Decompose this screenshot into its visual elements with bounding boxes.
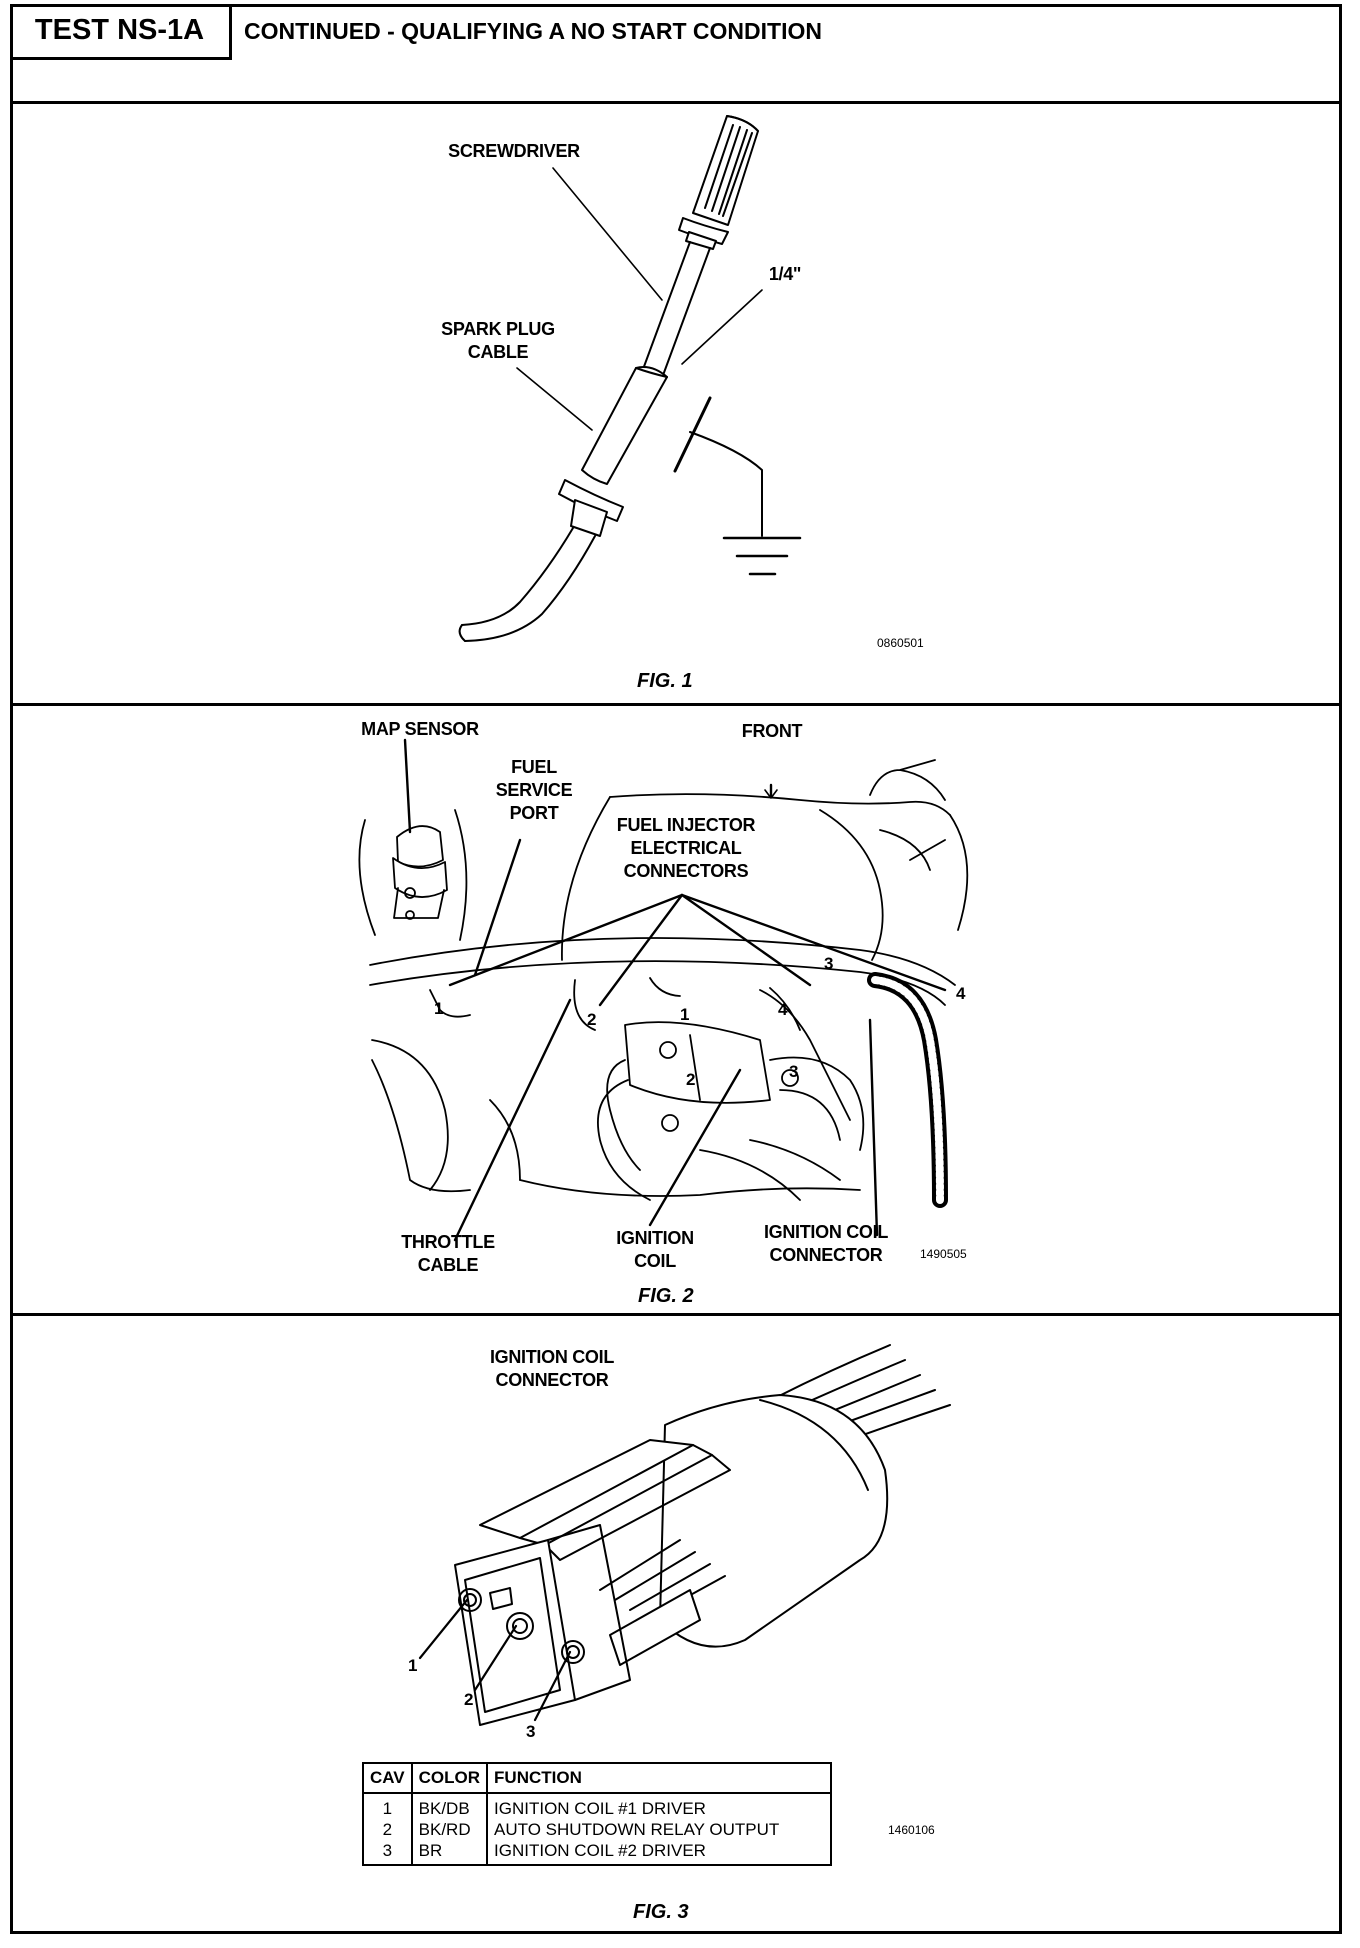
function-cell: IGNITION COIL #2 DRIVER [486,1840,833,1866]
table-row: 2 BK/RD AUTO SHUTDOWN RELAY OUTPUT [362,1819,833,1840]
ignition-coil-connector-label: IGNITION COIL CONNECTOR [763,1222,889,1265]
cav-cell: 2 [362,1819,413,1840]
column-header: COLOR [410,1762,489,1794]
throttle-cable-label: THROTTLE CABLE [401,1232,495,1275]
table-header-row: CAV COLOR FUNCTION [362,1762,833,1794]
pinout-table: CAV COLOR FUNCTION 1 BK/DB IGNITION COIL… [362,1762,833,1866]
screwdriver-label: SCREWDRIVER [448,141,580,161]
injector-number: 4 [956,984,966,1003]
screwdriver-illustration [641,115,759,379]
fig3-caption: FIG. 3 [633,1901,689,1923]
spark-plug-cable-label: SPARK PLUG CABLE [441,319,555,362]
ignition-coil-label: IGNITION COIL [616,1228,694,1271]
cavity-number: 1 [408,1656,418,1675]
injector-number: 3 [824,954,834,973]
cavity-number: 2 [464,1690,474,1709]
fig3-code: 1460106 [888,1823,935,1837]
page-title: CONTINUED - QUALIFYING A NO START CONDIT… [244,18,822,44]
fig1-leader-lines [516,167,763,431]
function-cell: AUTO SHUTDOWN RELAY OUTPUT [486,1819,833,1840]
cav-cell: 3 [362,1840,413,1866]
color-cell: BR [410,1840,489,1866]
fig2-caption: FIG. 2 [638,1285,694,1307]
fuel-service-port-label: FUEL SERVICE PORT [495,757,573,823]
table-row: 1 BK/DB IGNITION COIL #1 DRIVER [362,1793,833,1819]
connector-illustration [454,1344,951,1726]
color-cell: BK/RD [410,1819,489,1840]
section-divider [10,101,1342,104]
coil-tower-number: 3 [789,1062,799,1081]
injector-number: 2 [587,1010,597,1029]
table-row: 3 BR IGNITION COIL #2 DRIVER [362,1840,833,1866]
fig1-caption: FIG. 1 [637,670,693,692]
fig2-leader-lines [403,738,947,1242]
map-sensor-label: MAP SENSOR [361,719,479,739]
color-cell: BK/DB [410,1793,489,1819]
coil-tower-number: 2 [686,1070,696,1089]
cav-cell: 1 [362,1793,413,1819]
coil-tower-number: 1 [680,1005,690,1024]
column-header: FUNCTION [486,1762,833,1794]
section-divider [10,703,1342,706]
spark-gap-and-ground [673,396,802,576]
fig1-code: 0860501 [877,636,924,650]
coil-tower-number: 4 [778,1000,788,1019]
fuel-injector-connectors-label: FUEL INJECTOR ELECTRICAL CONNECTORS [616,815,756,881]
gap-label: 1/4" [768,264,802,284]
fig2-code: 1490505 [920,1247,967,1261]
front-label: FRONT [741,721,803,741]
page-frame [10,4,1342,1934]
cavity-number: 3 [526,1722,536,1741]
spark-plug-cable-illustration [458,366,668,642]
test-badge: TEST NS-1A [10,4,232,60]
injector-number: 1 [434,999,444,1018]
function-cell: IGNITION COIL #1 DRIVER [486,1793,833,1819]
fig3-leader-lines [418,1598,572,1722]
column-header: CAV [362,1762,413,1794]
section-divider [10,1313,1342,1316]
connector-title: IGNITION COIL CONNECTOR [489,1347,615,1390]
